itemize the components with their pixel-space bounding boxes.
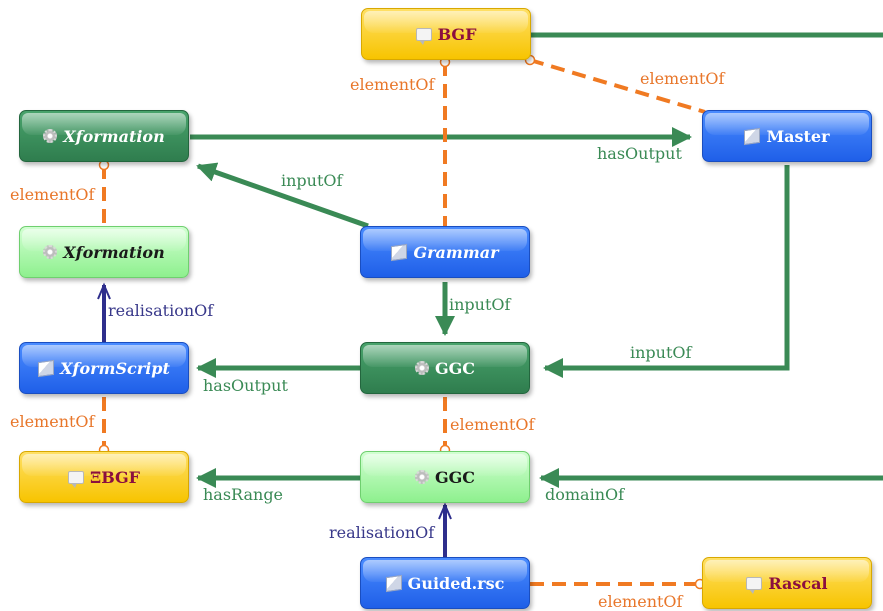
node-label: ΞBGF bbox=[89, 467, 141, 487]
gear-icon bbox=[43, 245, 58, 259]
node-label: Xformation bbox=[63, 126, 165, 146]
node-label: XformScript bbox=[60, 358, 170, 378]
node-xibgf[interactable]: ΞBGF bbox=[19, 451, 189, 503]
node-xformscript[interactable]: XformScript bbox=[19, 342, 189, 394]
cube-icon bbox=[744, 127, 761, 145]
gear-icon bbox=[414, 470, 429, 484]
node-xformation-realised[interactable]: Xformation bbox=[19, 226, 189, 278]
node-grammar[interactable]: Grammar bbox=[360, 226, 530, 278]
node-xformation[interactable]: Xformation bbox=[19, 110, 189, 162]
edge-label-xformscript-elementof: elementOf bbox=[10, 412, 95, 431]
note-icon bbox=[67, 470, 84, 488]
edge-label-grammar-inputof: inputOf bbox=[281, 171, 343, 190]
edge-label-xformation-hasoutput: hasOutput bbox=[597, 144, 682, 163]
edge-label-xformation-elementof: elementOf bbox=[10, 185, 95, 204]
edge-label-ggc-hasoutput: hasOutput bbox=[203, 376, 288, 395]
node-master[interactable]: Master bbox=[702, 110, 872, 162]
edge-label-bgf-master-elementof: elementOf bbox=[640, 69, 725, 88]
node-ggc-realised[interactable]: GGC bbox=[360, 451, 530, 503]
note-icon bbox=[746, 576, 763, 594]
cube-icon bbox=[385, 574, 402, 592]
edge-label-bgf-elementof: elementOf bbox=[350, 75, 435, 94]
edge-label-domainof: domainOf bbox=[545, 485, 625, 504]
edge-bgf-elementof-master bbox=[529, 58, 706, 114]
edge-label-ggc-hasrange: hasRange bbox=[203, 485, 284, 504]
cube-icon bbox=[391, 243, 408, 261]
node-guided-rsc[interactable]: Guided.rsc bbox=[360, 557, 530, 609]
node-label: Xformation bbox=[63, 242, 165, 262]
edge-master-inputof-ggc bbox=[543, 165, 790, 378]
edge-label-master-inputof: inputOf bbox=[630, 343, 692, 362]
gear-icon bbox=[43, 129, 58, 143]
node-label: Master bbox=[766, 126, 830, 146]
node-label: GGC bbox=[434, 358, 476, 378]
edge-label-ggc-elementof: elementOf bbox=[450, 415, 535, 434]
node-label: Grammar bbox=[413, 242, 499, 262]
node-label: Guided.rsc bbox=[407, 573, 505, 593]
node-rascal[interactable]: Rascal bbox=[702, 557, 872, 609]
node-bgf[interactable]: BGF bbox=[361, 8, 531, 60]
edge-grammar-inputof-xformation bbox=[196, 162, 369, 229]
note-icon bbox=[415, 27, 432, 45]
edge-label-realisationof-xformation: realisationOf bbox=[108, 301, 214, 320]
edge-label-guided-elementof: elementOf bbox=[598, 592, 683, 611]
edge-label-grammar-inputof-ggc: inputOf bbox=[449, 295, 511, 314]
edge-label-realisationof-ggc: realisationOf bbox=[329, 523, 435, 542]
cube-icon bbox=[38, 359, 55, 377]
gear-icon bbox=[414, 361, 429, 375]
node-ggc[interactable]: GGC bbox=[360, 342, 530, 394]
node-label: GGC bbox=[434, 467, 476, 487]
node-label: BGF bbox=[437, 24, 477, 44]
node-label: Rascal bbox=[768, 573, 828, 593]
